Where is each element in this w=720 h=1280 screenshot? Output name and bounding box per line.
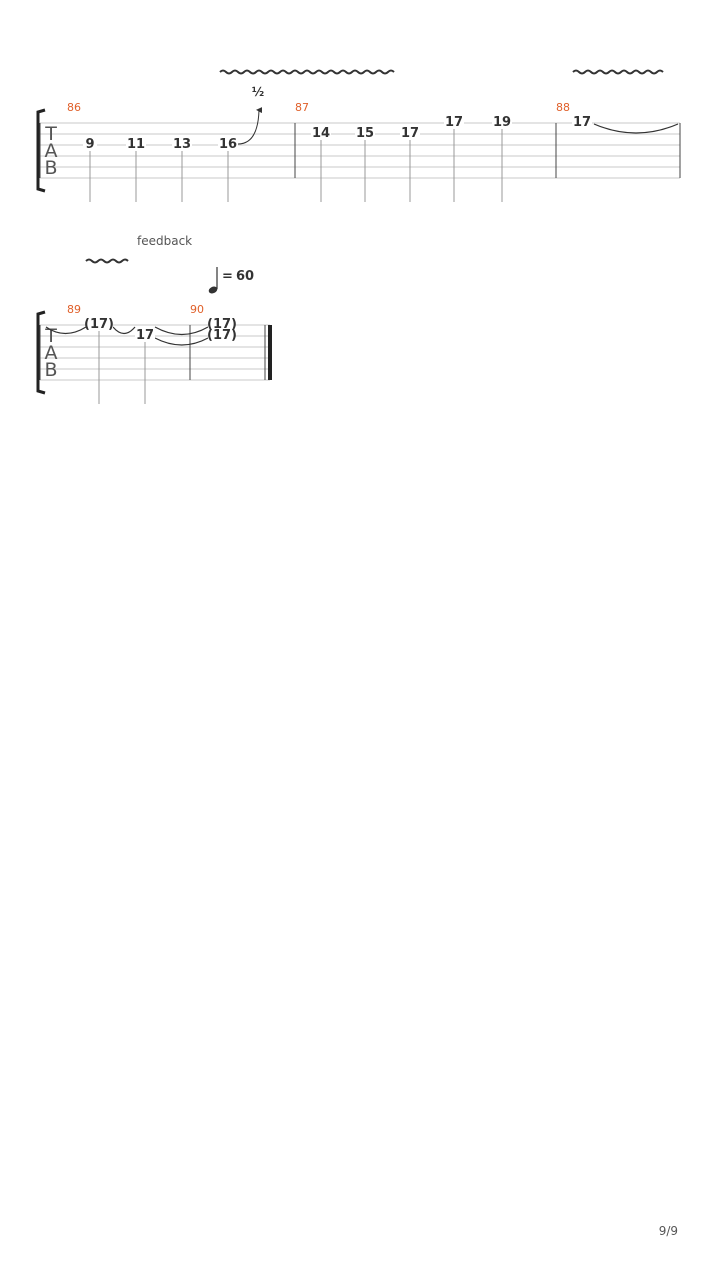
- fret-number: 17: [136, 328, 154, 343]
- tie-arc: [45, 326, 87, 335]
- measure-number: 89: [67, 303, 81, 316]
- vibrato-line: [219, 69, 395, 75]
- fret-number: 11: [127, 137, 145, 152]
- fret-number: 15: [356, 126, 374, 141]
- fret-number: 19: [493, 115, 511, 130]
- tempo-marking: = 60: [208, 267, 254, 294]
- tab-clef-a: A: [45, 140, 58, 162]
- fret-background: [83, 115, 592, 150]
- fret-number: 17: [445, 115, 463, 130]
- tempo-equals: =: [222, 269, 233, 284]
- tab-clef-t: T: [44, 325, 57, 347]
- bend-curve: [237, 107, 263, 145]
- measure-number: 86: [67, 101, 81, 114]
- tie-arc: [593, 123, 679, 134]
- tab-clef-a: A: [45, 342, 58, 364]
- tie-arc: [154, 326, 209, 336]
- measure-number: 87: [295, 101, 309, 114]
- system-bracket: [36, 108, 46, 193]
- fret-number: (17): [207, 317, 237, 332]
- fret-number: 17: [401, 126, 419, 141]
- fret-number: 9: [85, 137, 94, 152]
- tab-clef-b: B: [44, 359, 57, 381]
- barlines: [39, 123, 681, 178]
- fret-number: (17): [84, 317, 114, 332]
- system-1: T A B 86 87 88: [36, 69, 681, 202]
- vibrato-line: [85, 258, 129, 264]
- page-number: 9/9: [658, 1224, 678, 1238]
- measure-number: 88: [556, 101, 570, 114]
- final-barline: [268, 325, 272, 380]
- fret-number: 13: [173, 137, 191, 152]
- fret-number: 17: [573, 115, 591, 130]
- tab-clef-b: B: [44, 157, 57, 179]
- tempo-bpm: 60: [236, 269, 254, 284]
- tab-clef-t: T: [44, 123, 57, 145]
- fret-number: 16: [219, 137, 237, 152]
- note-stems: [89, 129, 503, 202]
- feedback-annotation: feedback: [137, 234, 192, 248]
- tie-arc: [112, 326, 136, 335]
- fret-background: [86, 317, 235, 341]
- fret-number: 14: [312, 126, 330, 141]
- bend-amount-label: ½: [252, 85, 264, 99]
- measure-number: 90: [190, 303, 204, 316]
- quarter-note-icon: [208, 286, 218, 294]
- vibrato-line: [572, 69, 664, 75]
- system-bracket: [36, 310, 46, 395]
- fret-number: (17): [207, 328, 237, 343]
- note-stems: [98, 331, 146, 404]
- system-2: feedback = 60 T A B: [36, 234, 272, 404]
- tie-arc: [154, 337, 209, 346]
